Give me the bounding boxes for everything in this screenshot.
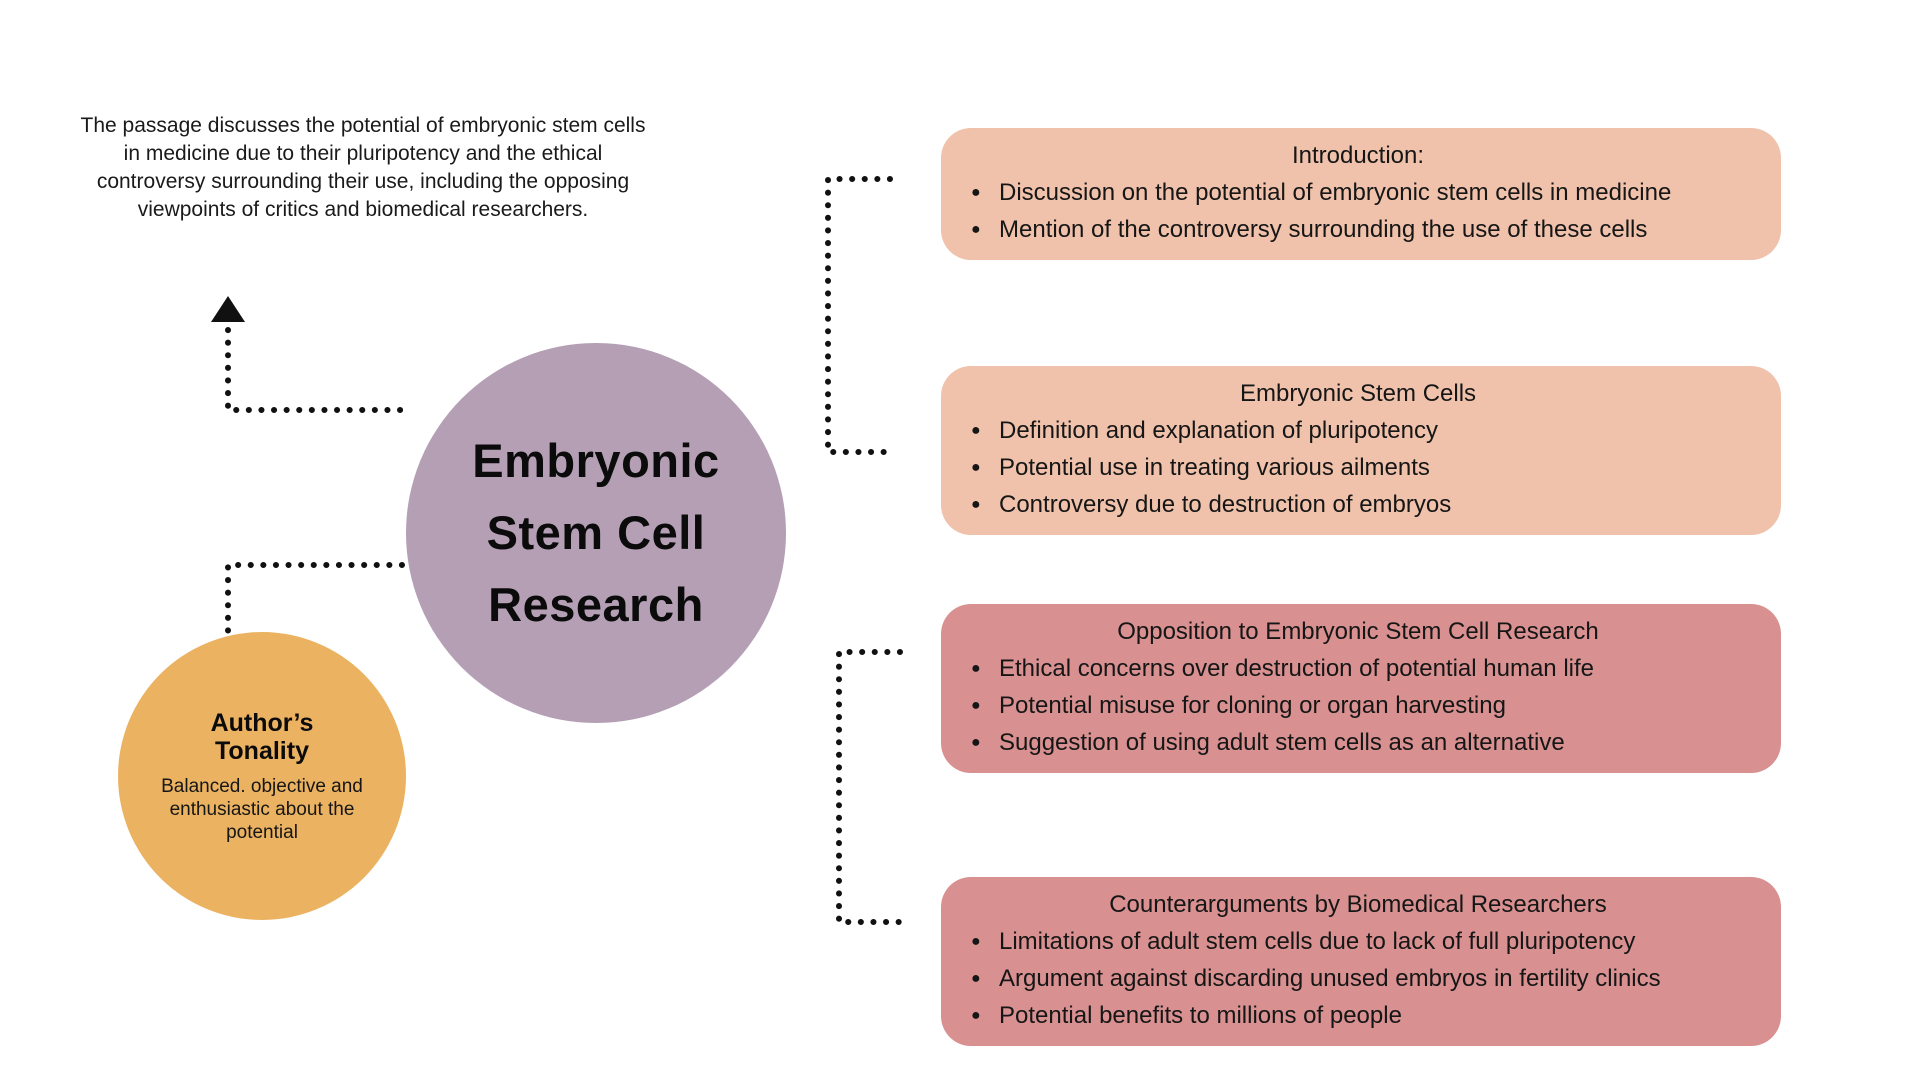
bullet-item: Potential misuse for cloning or organ ha… [963, 687, 1753, 724]
bullet-item: Argument against discarding unused embry… [963, 960, 1753, 997]
branch-title: Introduction: [1291, 142, 1425, 169]
branch-box-opposition: Opposition to Embryonic Stem Cell Resear… [941, 604, 1781, 773]
bullet-item: Discussion on the potential of embryonic… [963, 174, 1753, 211]
bullet-item: Mention of the controversy surrounding t… [963, 211, 1753, 248]
connector-bracket-top-boxes [825, 176, 896, 455]
bullet-item: Ethical concerns over destruction of pot… [963, 650, 1753, 687]
branch-bullet-list: Limitations of adult stem cells due to l… [963, 923, 1753, 1034]
bullet-item: Definition and explanation of pluripoten… [963, 412, 1753, 449]
branch-box-embryonic-stem-cells: Embryonic Stem Cells Definition and expl… [941, 366, 1781, 535]
bullet-item: Suggestion of using adult stem cells as … [963, 724, 1753, 761]
branch-title: Counterarguments by Biomedical Researche… [1109, 891, 1607, 918]
arrow-up-icon [211, 296, 245, 322]
central-node-title: Embryonic Stem Cell Research [472, 434, 720, 631]
branch-bullet-list: Discussion on the potential of embryonic… [963, 174, 1753, 248]
central-node: Embryonic Stem Cell Research [406, 343, 786, 723]
bullet-item: Potential use in treating various ailmen… [963, 449, 1753, 486]
branch-title: Opposition to Embryonic Stem Cell Resear… [1117, 618, 1599, 645]
bullet-item: Controversy due to destruction of embryo… [963, 486, 1753, 523]
branch-bullet-list: Definition and explanation of pluripoten… [963, 412, 1753, 523]
branch-box-introduction: Introduction: Discussion on the potentia… [941, 128, 1781, 260]
tonality-node-title: Author’s Tonality [210, 708, 314, 765]
tonality-node-body: Balanced. objective and enthusiastic abo… [161, 775, 363, 843]
bullet-item: Potential benefits to millions of people [963, 997, 1753, 1034]
branch-title: Embryonic Stem Cells [1239, 380, 1477, 407]
bullet-item: Limitations of adult stem cells due to l… [963, 923, 1753, 960]
summary-text: The passage discusses the potential of e… [80, 114, 646, 221]
branch-box-counterarguments: Counterarguments by Biomedical Researche… [941, 877, 1781, 1046]
tonality-node: Author’s Tonality Balanced. objective an… [118, 632, 406, 920]
connector-summary [211, 296, 407, 413]
connector-bracket-bottom-boxes [836, 649, 905, 925]
branch-bullet-list: Ethical concerns over destruction of pot… [963, 650, 1753, 761]
